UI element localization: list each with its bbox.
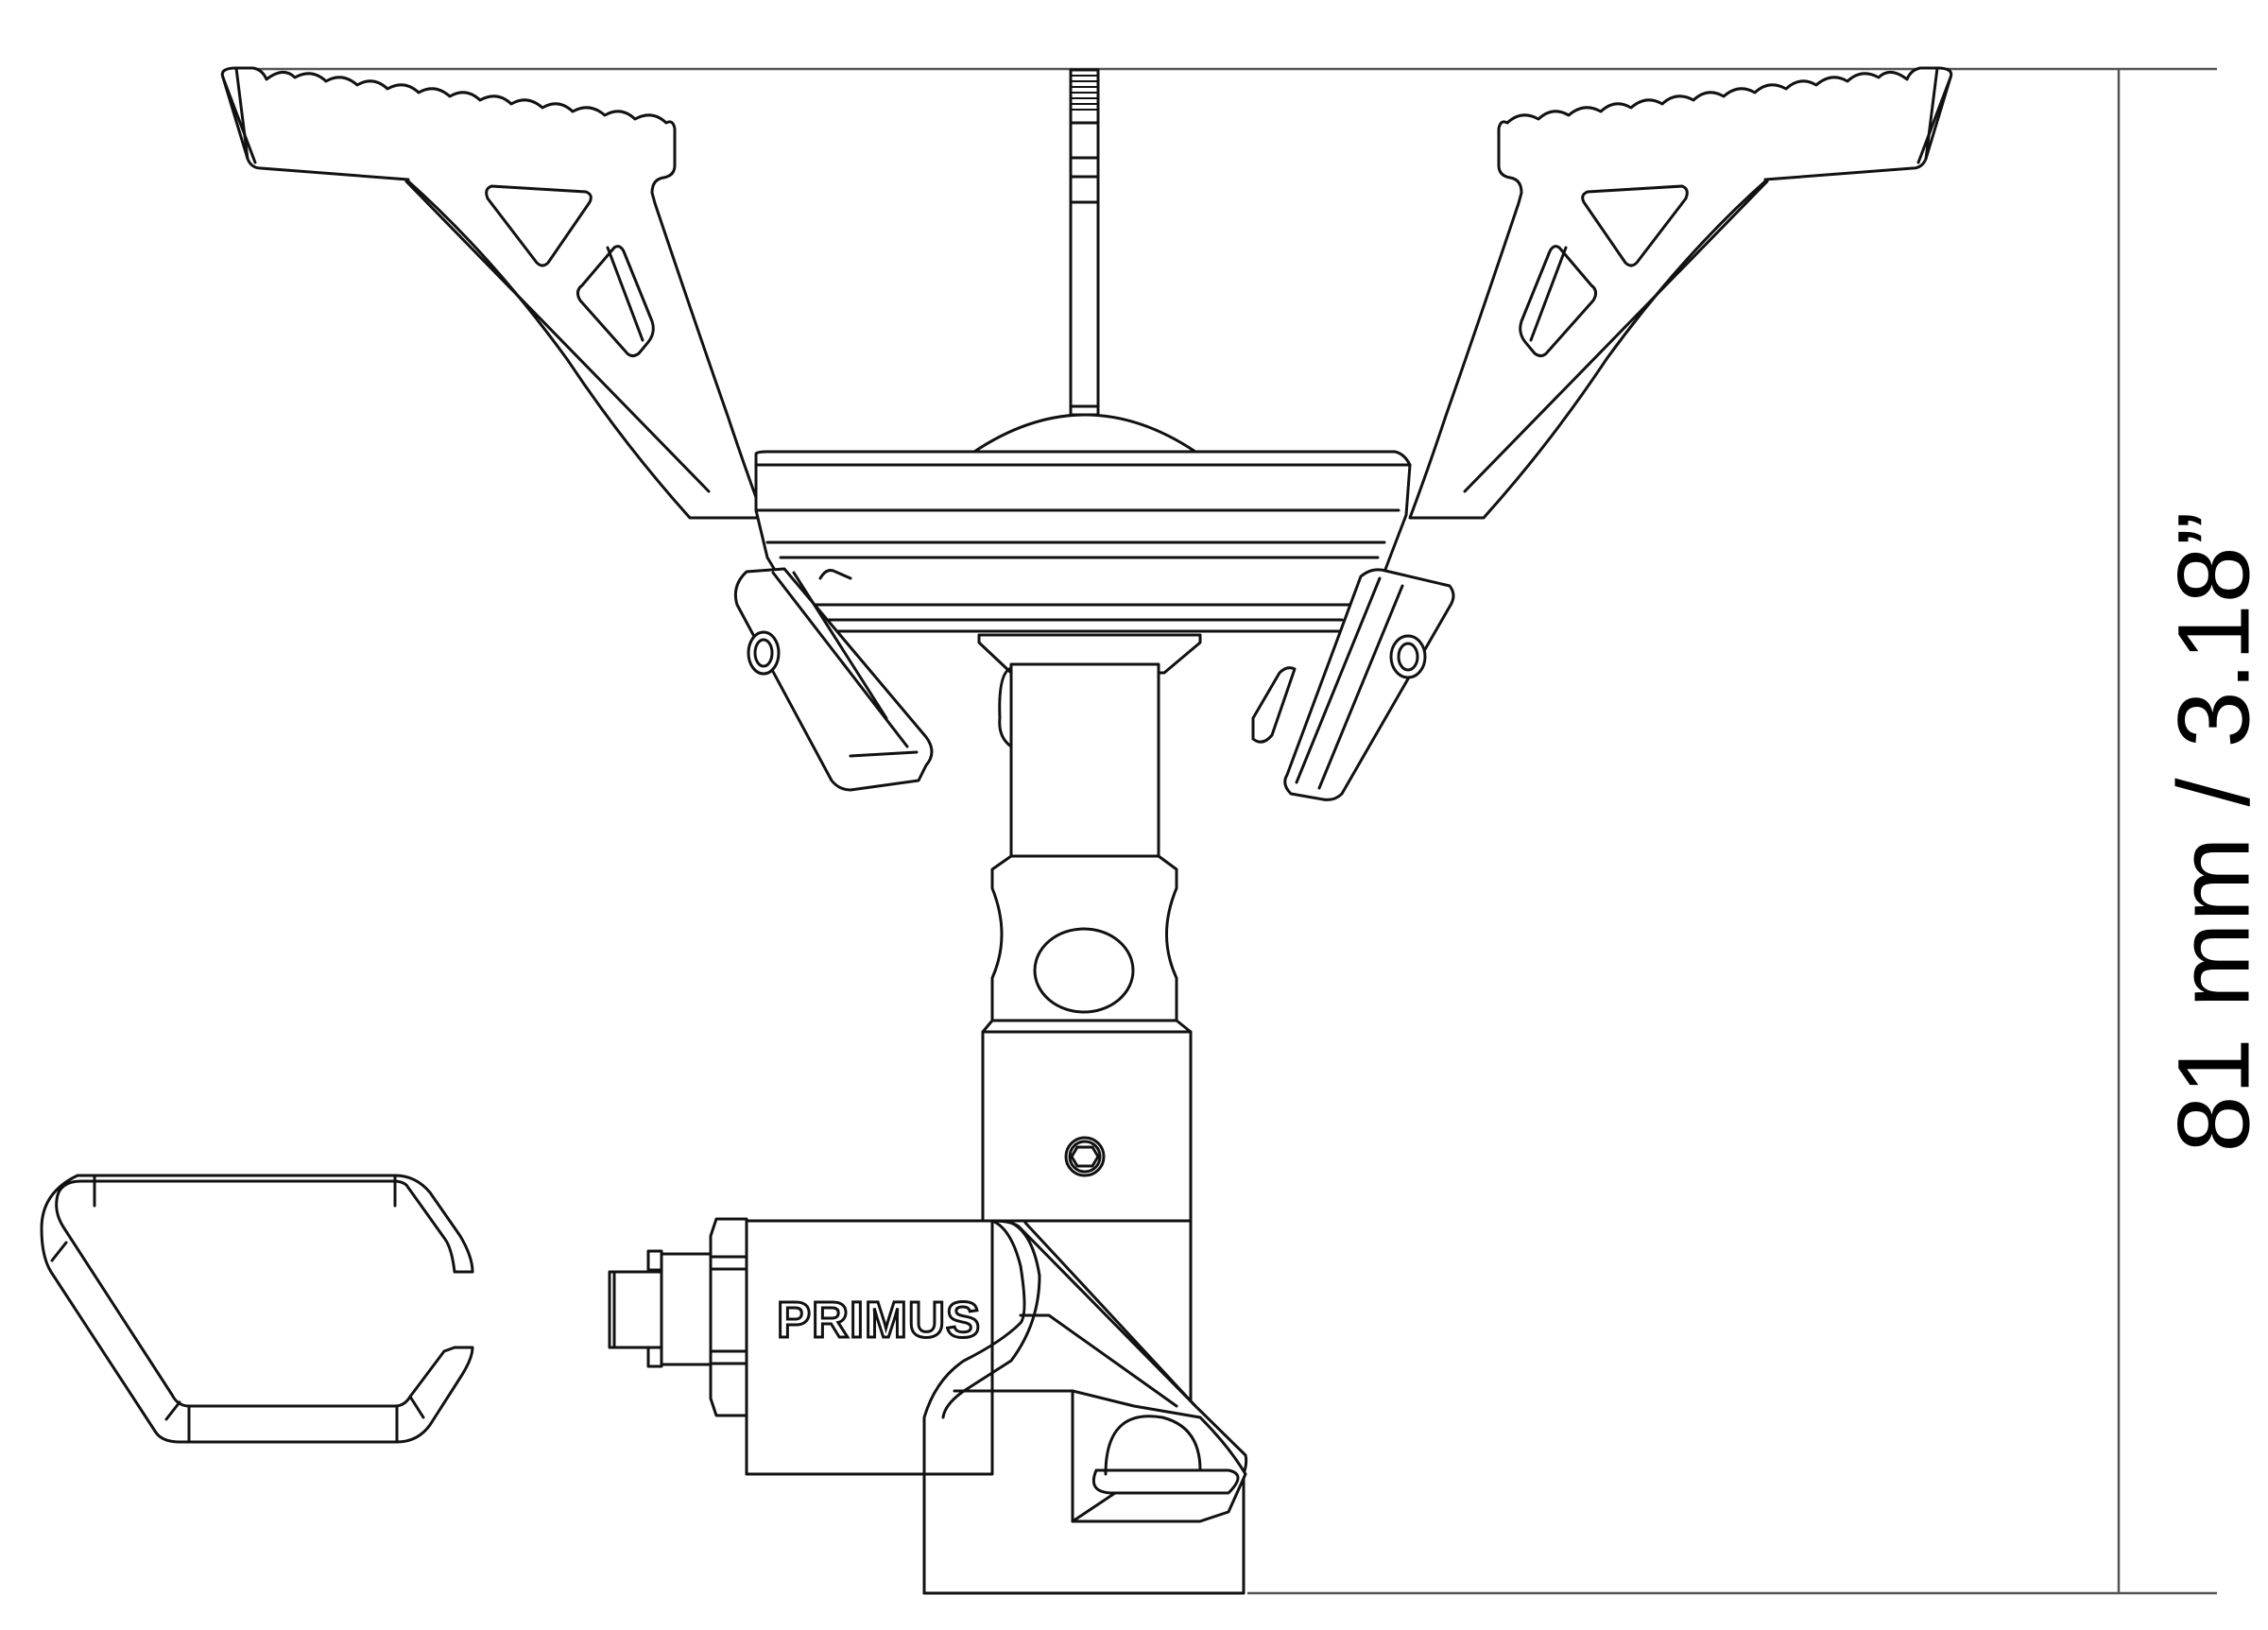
brand-label: PRIMUS [777, 1292, 981, 1348]
burner-dome [972, 413, 1197, 454]
right-pot-support [1408, 66, 1953, 520]
right-hinge-clip [1251, 568, 1455, 801]
height-dimension-label: 81 mm / 3.18” [2156, 510, 2268, 1153]
center-pin [1069, 68, 1100, 417]
dimension-lines [227, 67, 2217, 1595]
regulator-body [745, 1219, 1248, 1595]
left-hinge-clip [733, 567, 934, 792]
mixing-tube [990, 662, 1178, 1022]
burner-head [754, 450, 1412, 675]
hex-nut [608, 1217, 748, 1417]
left-pot-support [220, 66, 765, 520]
wire-handle [40, 1174, 474, 1444]
